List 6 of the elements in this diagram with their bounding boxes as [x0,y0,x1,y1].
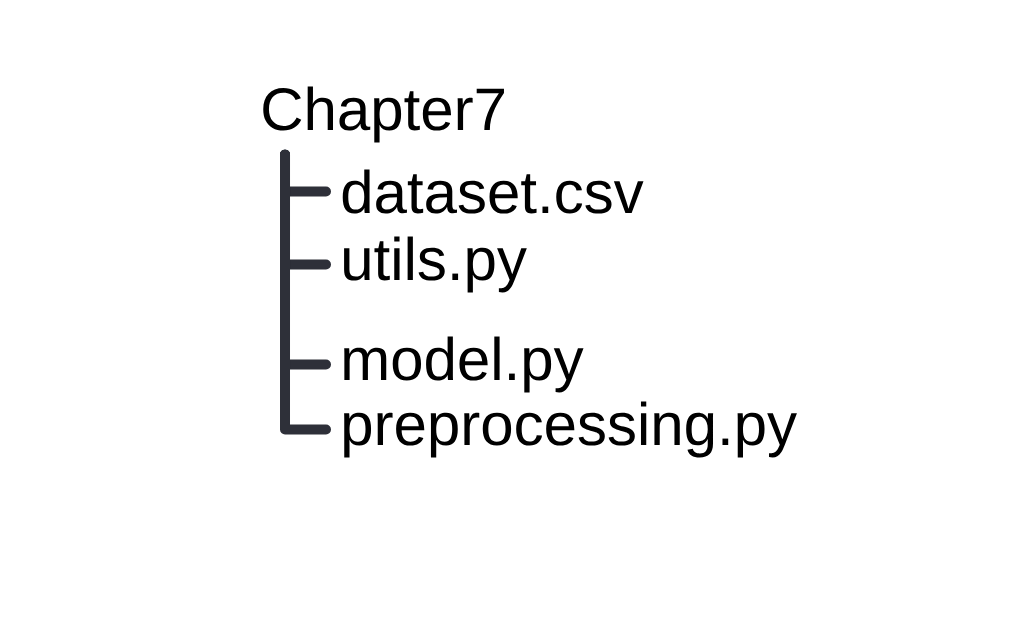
file-name: utils.py [344,236,527,293]
tree-line [280,149,331,435]
file-name: model.py [344,336,584,393]
file-name: preprocessing.py [344,401,797,458]
file-name: dataset.csv [342,169,644,214]
folder-name: Chapter7 [263,86,504,143]
